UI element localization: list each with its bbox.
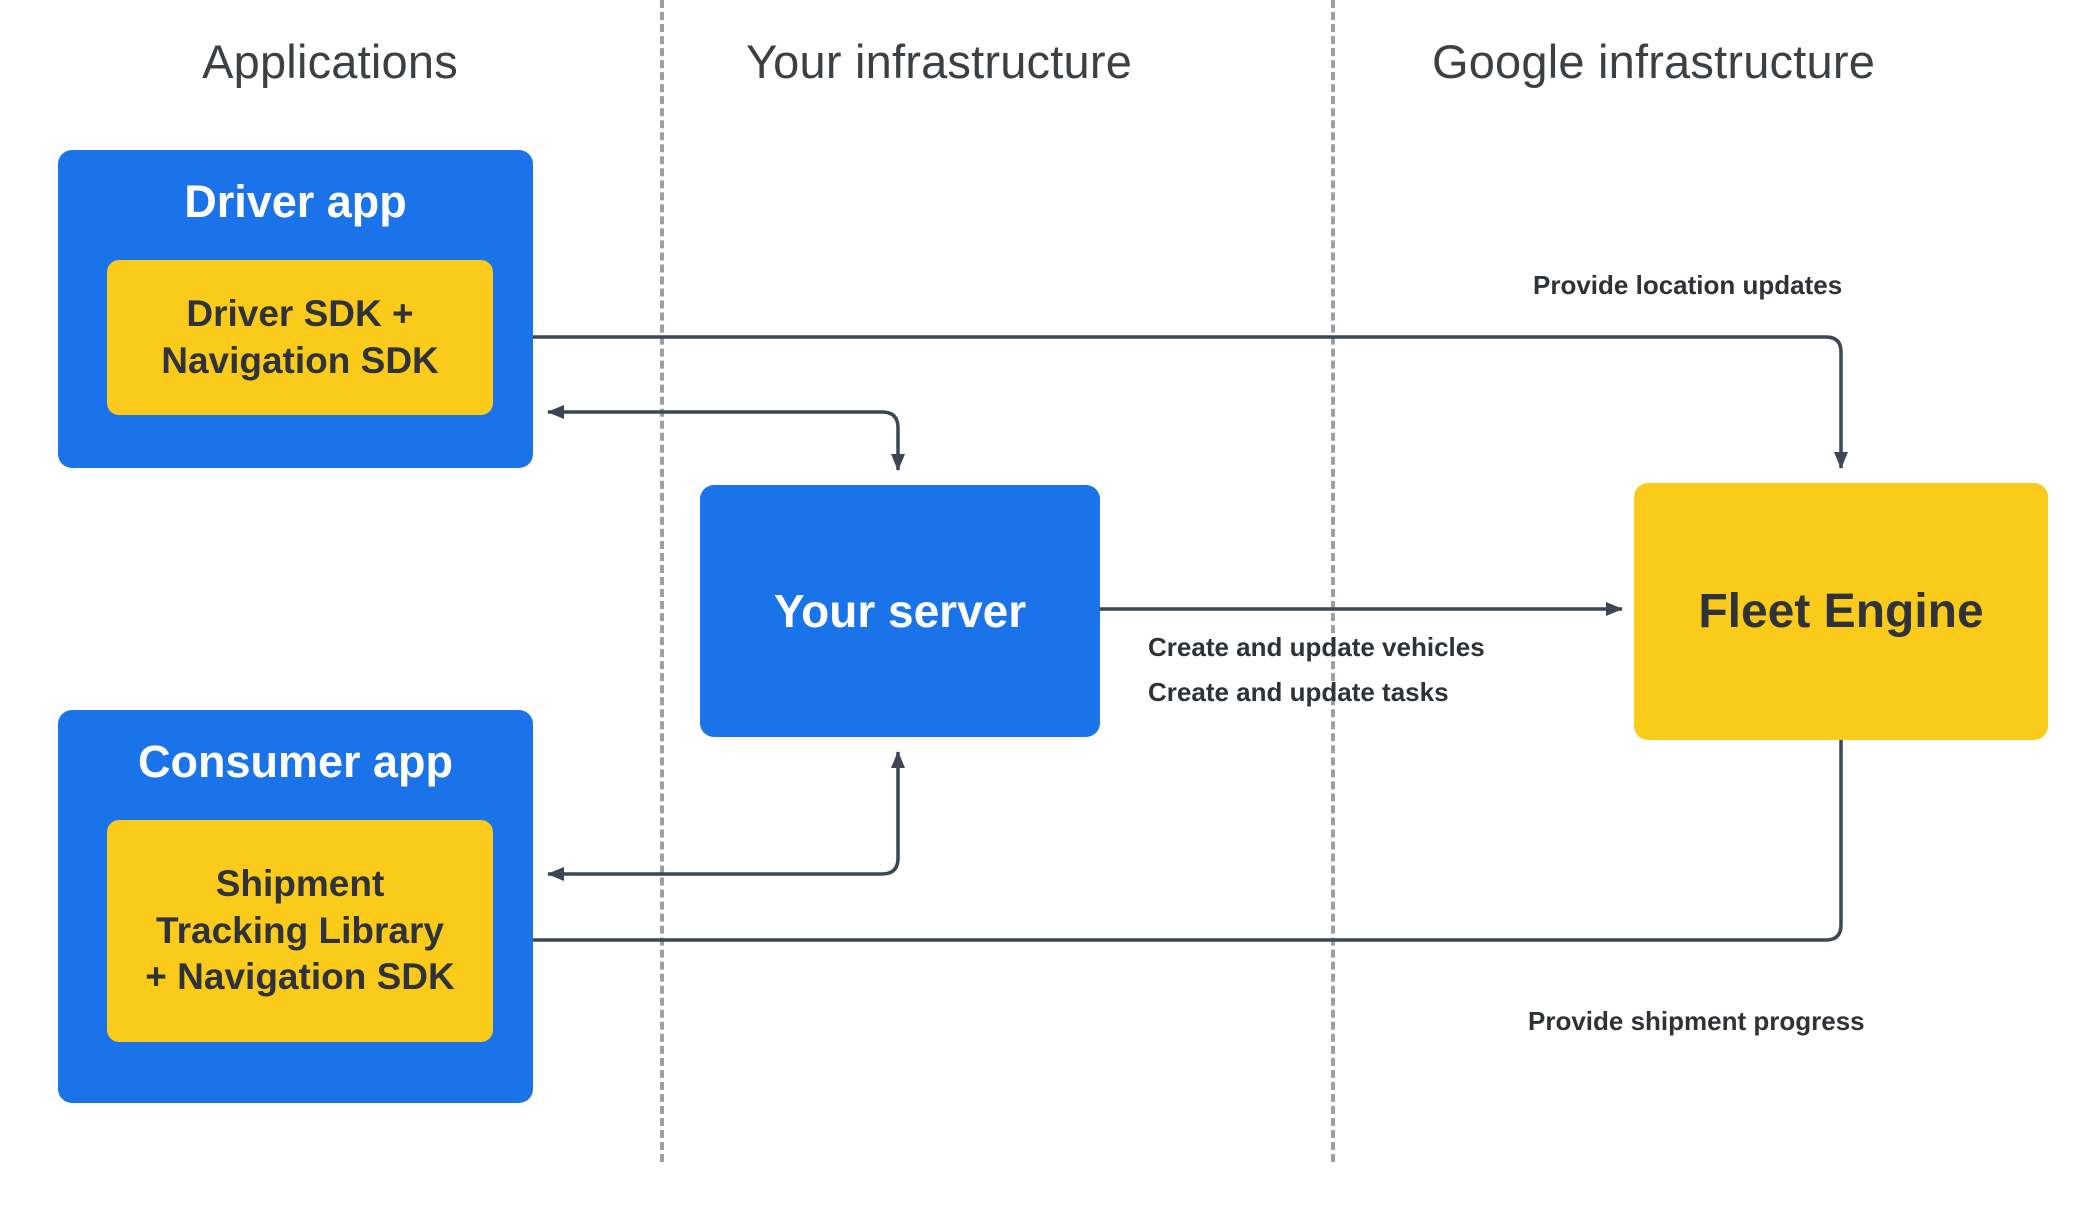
node-your-server[interactable]: Your server bbox=[700, 485, 1100, 737]
zone-divider-left bbox=[660, 0, 664, 1162]
consumer-app-title: Consumer app bbox=[137, 736, 454, 787]
driver-sdk-label: Driver SDK + Navigation SDK bbox=[161, 292, 439, 381]
edge-server-driver bbox=[547, 405, 905, 471]
node-consumer-app[interactable]: Consumer app Shipment Tracking Library +… bbox=[58, 710, 533, 1103]
edge-location-updates bbox=[499, 330, 1848, 469]
zone-header-google-infrastructure: Google infrastructure bbox=[1431, 35, 1876, 88]
zone-divider-right bbox=[1331, 0, 1335, 1162]
edge-label-create-update-tasks: Create and update tasks bbox=[1148, 677, 1449, 707]
node-driver-sdk[interactable]: Driver SDK + Navigation SDK bbox=[107, 260, 493, 415]
node-fleet-engine[interactable]: Fleet Engine bbox=[1634, 483, 2048, 740]
fleet-engine-label: Fleet Engine bbox=[1698, 585, 1984, 638]
zone-header-your-infrastructure: Your infrastructure bbox=[745, 35, 1133, 88]
your-server-label: Your server bbox=[773, 585, 1027, 637]
edge-server-consumer bbox=[547, 751, 905, 881]
edge-label-location-updates: Provide location updates bbox=[1533, 270, 1843, 300]
shipment-tracking-label: Shipment Tracking Library + Navigation S… bbox=[145, 863, 455, 998]
node-shipment-tracking-library[interactable]: Shipment Tracking Library + Navigation S… bbox=[107, 820, 493, 1042]
edge-label-create-update-vehicles: Create and update vehicles bbox=[1148, 632, 1485, 662]
edge-shipment-progress bbox=[514, 740, 1843, 947]
node-driver-app[interactable]: Driver app Driver SDK + Navigation SDK bbox=[58, 150, 533, 468]
zone-header-applications: Applications bbox=[202, 35, 458, 88]
driver-app-title: Driver app bbox=[184, 176, 407, 227]
edge-label-shipment-progress: Provide shipment progress bbox=[1528, 1006, 1865, 1036]
